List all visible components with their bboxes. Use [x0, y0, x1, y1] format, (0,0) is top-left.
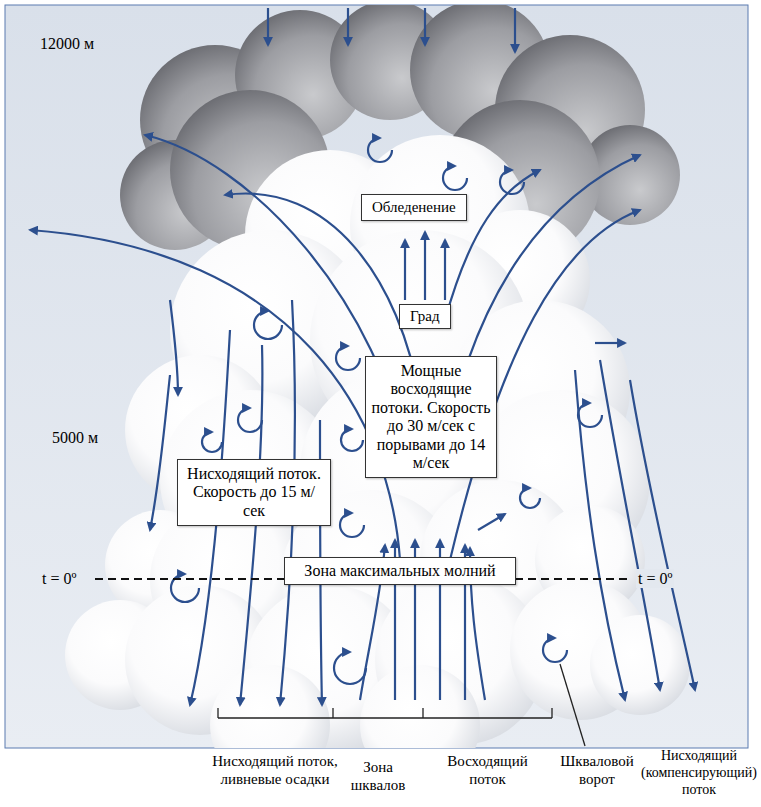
box-text: Мощные восходящие потоки. Скорость до 30… [370, 362, 492, 472]
text-box: Нисходящий поток. Скорость до 15 м/сек [177, 459, 331, 526]
box-text: Обледенение [372, 199, 456, 216]
text-box: Град [399, 304, 451, 329]
box-text: Нисходящий поток. Скорость до 15 м/сек [182, 465, 326, 520]
height-label: t = 0º [636, 569, 674, 588]
air-flow-arrows [30, 8, 695, 705]
box-text: Град [410, 308, 440, 325]
text-box: Обледенение [361, 194, 467, 221]
zone-label: Зона шквалов [338, 758, 418, 794]
height-label: 5000 м [52, 428, 98, 447]
box-text: Зона максимальных молний [291, 562, 509, 580]
zone-label: Восходящий поток [440, 752, 535, 788]
zone-label: Нисходящий (компенсирующий) поток [641, 748, 757, 798]
text-box: Зона максимальных молний [284, 557, 516, 585]
text-box: Мощные восходящие потоки. Скорость до 30… [365, 356, 497, 478]
zone-label: Шкваловой ворот [555, 752, 639, 788]
cloud-body [65, 135, 690, 748]
height-label: t = 0º [42, 569, 76, 588]
zone-label: Нисходящий поток, ливневые осадки [210, 752, 340, 788]
height-label: 12000 м [40, 34, 94, 53]
zone-brackets [218, 664, 585, 746]
